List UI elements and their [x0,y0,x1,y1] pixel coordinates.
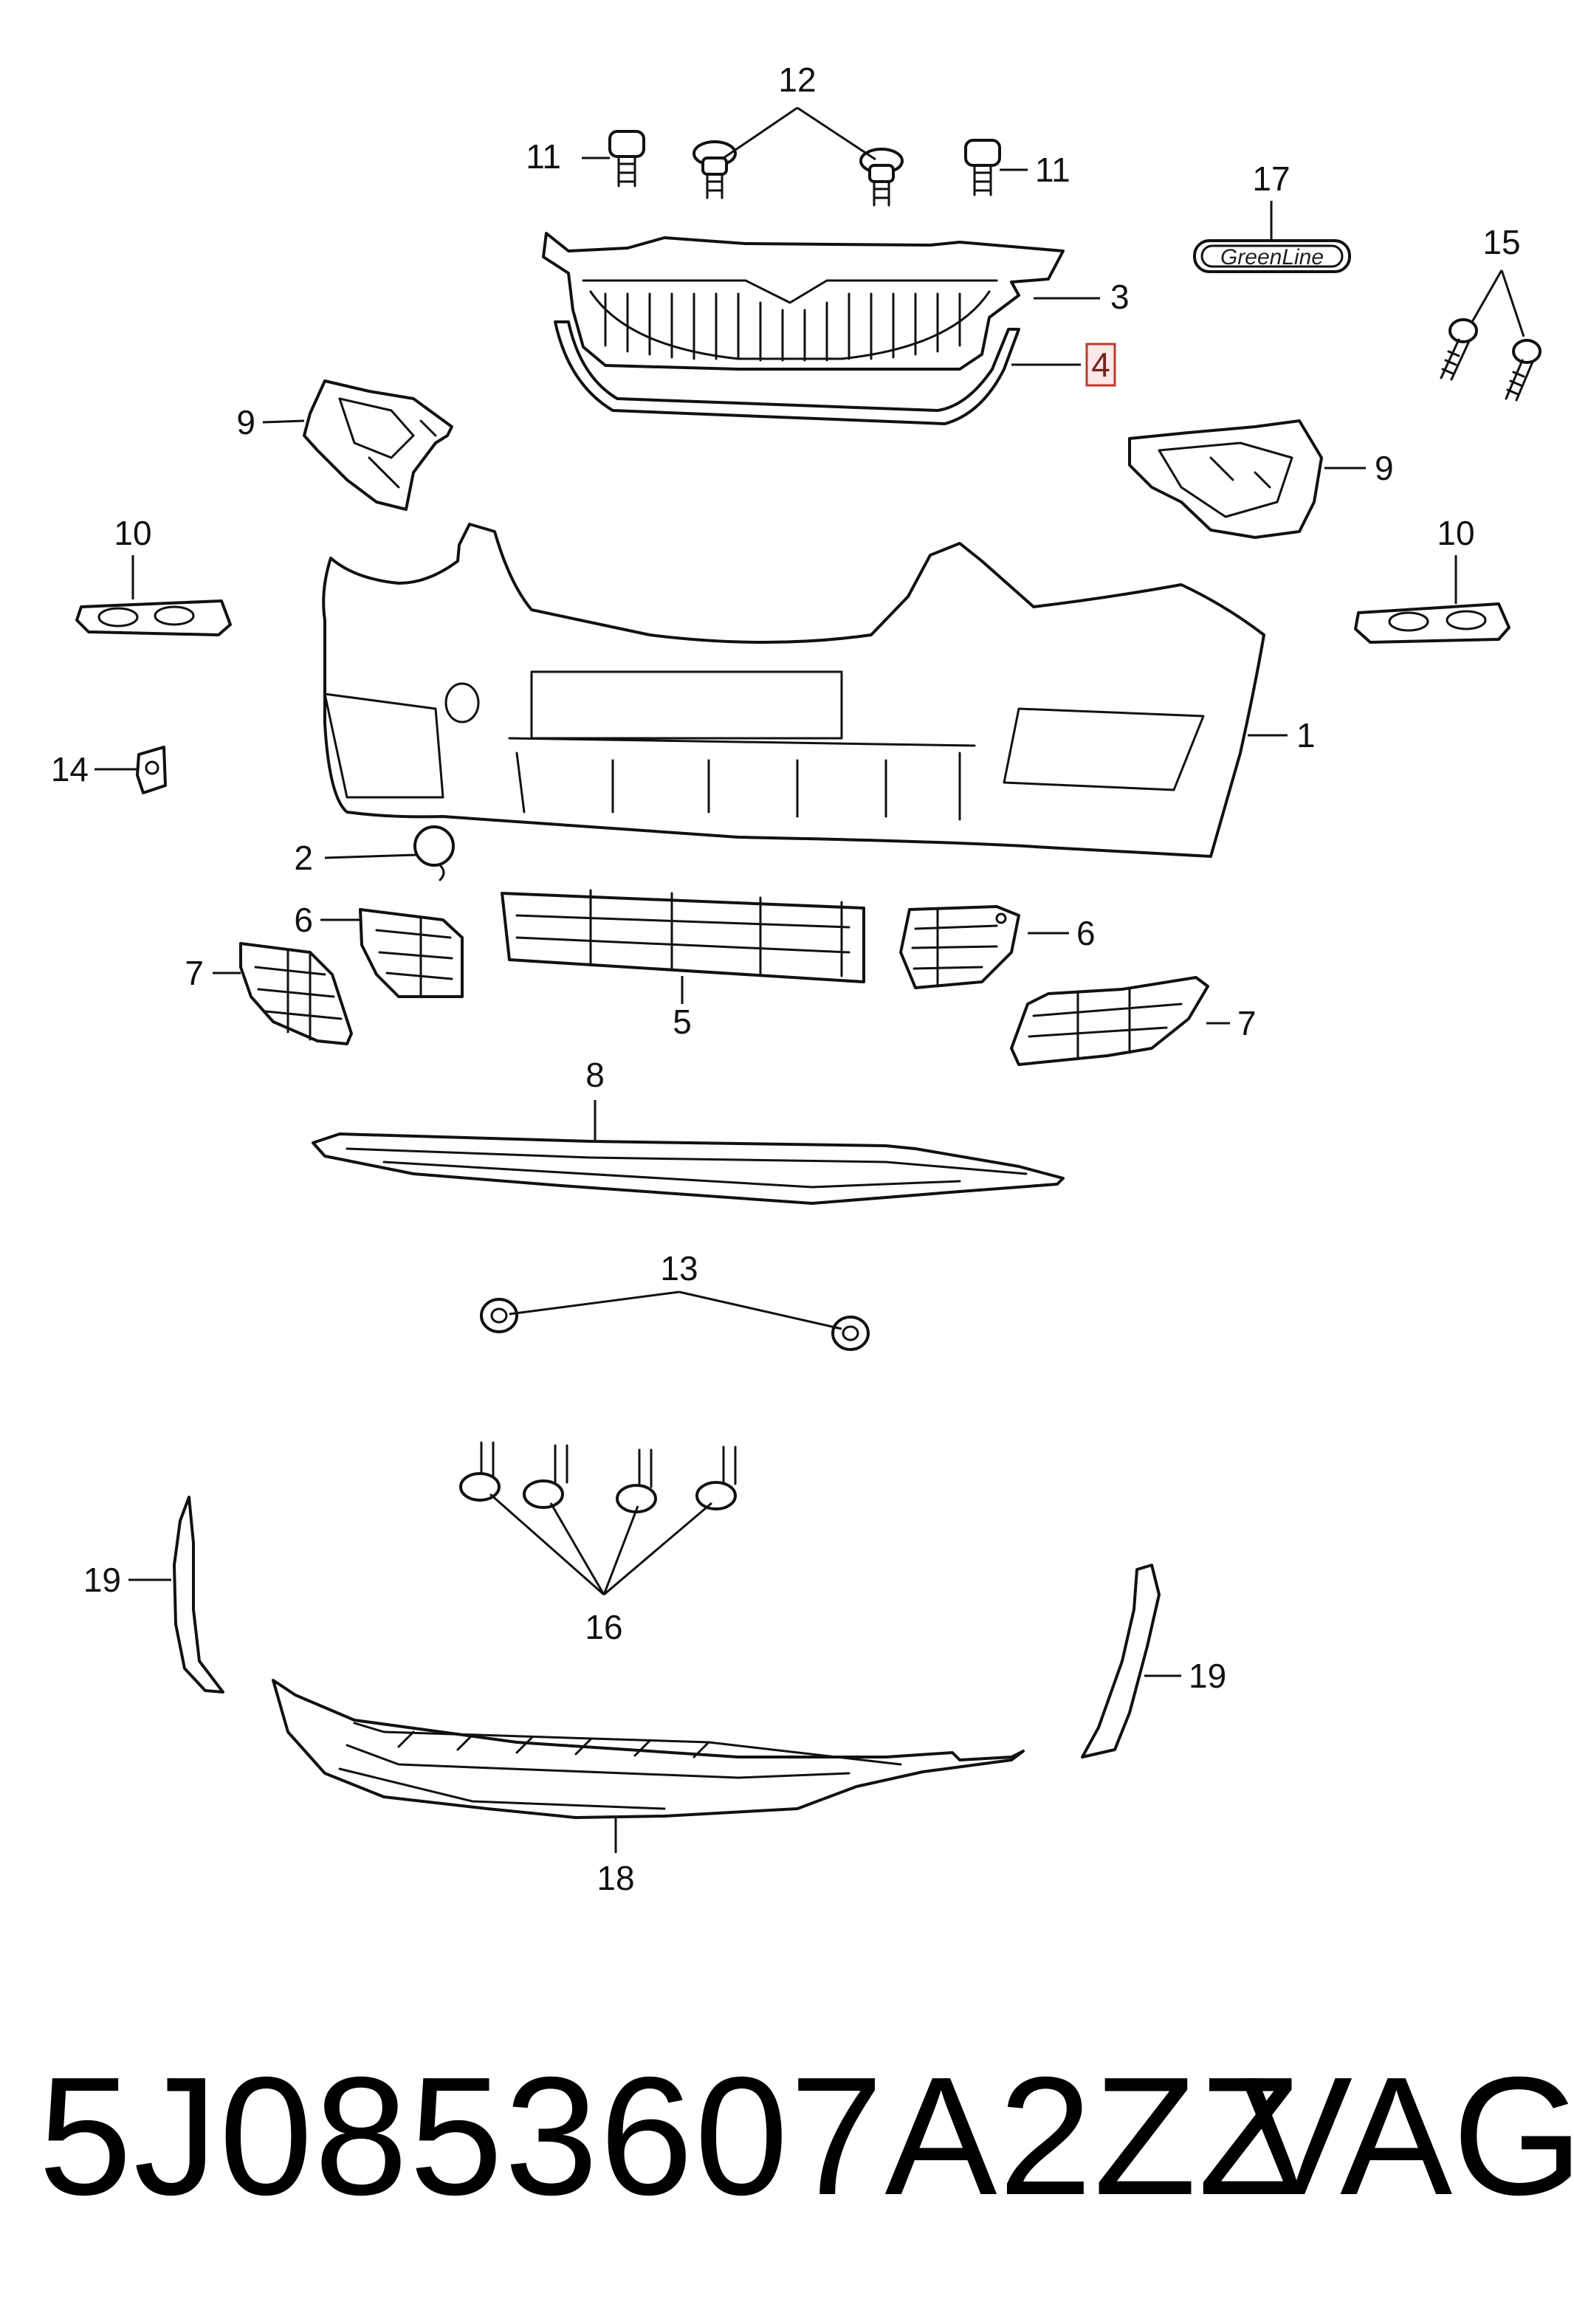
callout-9-left: 9 [236,403,255,441]
callout-19-right: 19 [1189,1657,1226,1695]
callout-8: 8 [585,1056,605,1094]
screw-16-d [695,1445,737,1510]
screw-12-left [693,140,737,199]
emblem-text: GreenLine [1220,245,1324,269]
callout-18: 18 [597,1859,634,1897]
bracket-9-left [303,379,453,511]
callout-10-left: 10 [114,514,151,552]
bracket-9-right [1128,419,1323,539]
grille-frame [554,320,1020,425]
callout-11-right: 11 [1035,151,1070,189]
callout-12: 12 [778,61,816,99]
callout-6-left: 6 [294,901,313,939]
callout-4: 4 [1091,345,1110,384]
nut-13-right [831,1316,870,1351]
screw-11-right [964,139,1001,196]
fog-cover-6-right [899,905,1020,989]
callout-14: 14 [51,750,89,788]
spoiler-8 [312,1132,1065,1205]
bumper-cover [322,523,1265,858]
callout-16: 16 [585,1608,622,1646]
bracket-10-left [75,599,232,636]
fog-cover-6-left [359,908,464,998]
callout-5: 5 [673,1003,692,1041]
radiator-grille [542,232,1065,371]
lower-grille-center [501,889,865,983]
bracket-10-right [1354,602,1511,644]
callout-2: 2 [294,839,313,877]
trim-19-left [173,1496,224,1694]
callout-3: 3 [1110,278,1130,316]
fog-frame-7-right [1010,976,1209,1066]
callout-17: 17 [1252,159,1290,198]
callout-19-left: 19 [83,1561,121,1599]
callout-1: 1 [1296,716,1316,754]
brand-label: VAG [1240,2043,1574,2230]
callout-labels: 11 11 12 17 15 3 4 9 9 10 10 14 1 2 6 6 … [51,61,1521,1897]
screw-15-left [1440,318,1478,381]
callout-11-left: 11 [526,137,561,176]
screw-16-a [459,1441,501,1502]
nut-13-left [480,1298,518,1333]
leader-lines [94,106,1525,1853]
clip-14 [136,746,167,794]
part-number: 5J0853607A2ZZ [38,2043,1302,2230]
callout-13: 13 [660,1249,698,1288]
tow-hook-cap [413,825,455,881]
callout-10-right: 10 [1437,514,1474,552]
greenline-emblem: GreenLine [1193,239,1351,273]
screw-16-c [616,1448,657,1513]
callout-6-right: 6 [1076,914,1096,952]
screw-16-b [523,1444,568,1509]
screw-12-right [859,148,904,207]
callout-7-right: 7 [1237,1004,1257,1042]
screw-15-right [1505,339,1542,402]
callout-9-right: 9 [1375,449,1394,487]
lower-trim-18 [272,1679,1025,1819]
fog-frame-7-left [239,942,353,1045]
screw-11-left [608,130,645,188]
trim-19-right [1081,1564,1161,1759]
callout-7-left: 7 [185,954,204,992]
callout-4-highlighted: 4 [1085,343,1116,387]
callout-15: 15 [1482,223,1520,261]
